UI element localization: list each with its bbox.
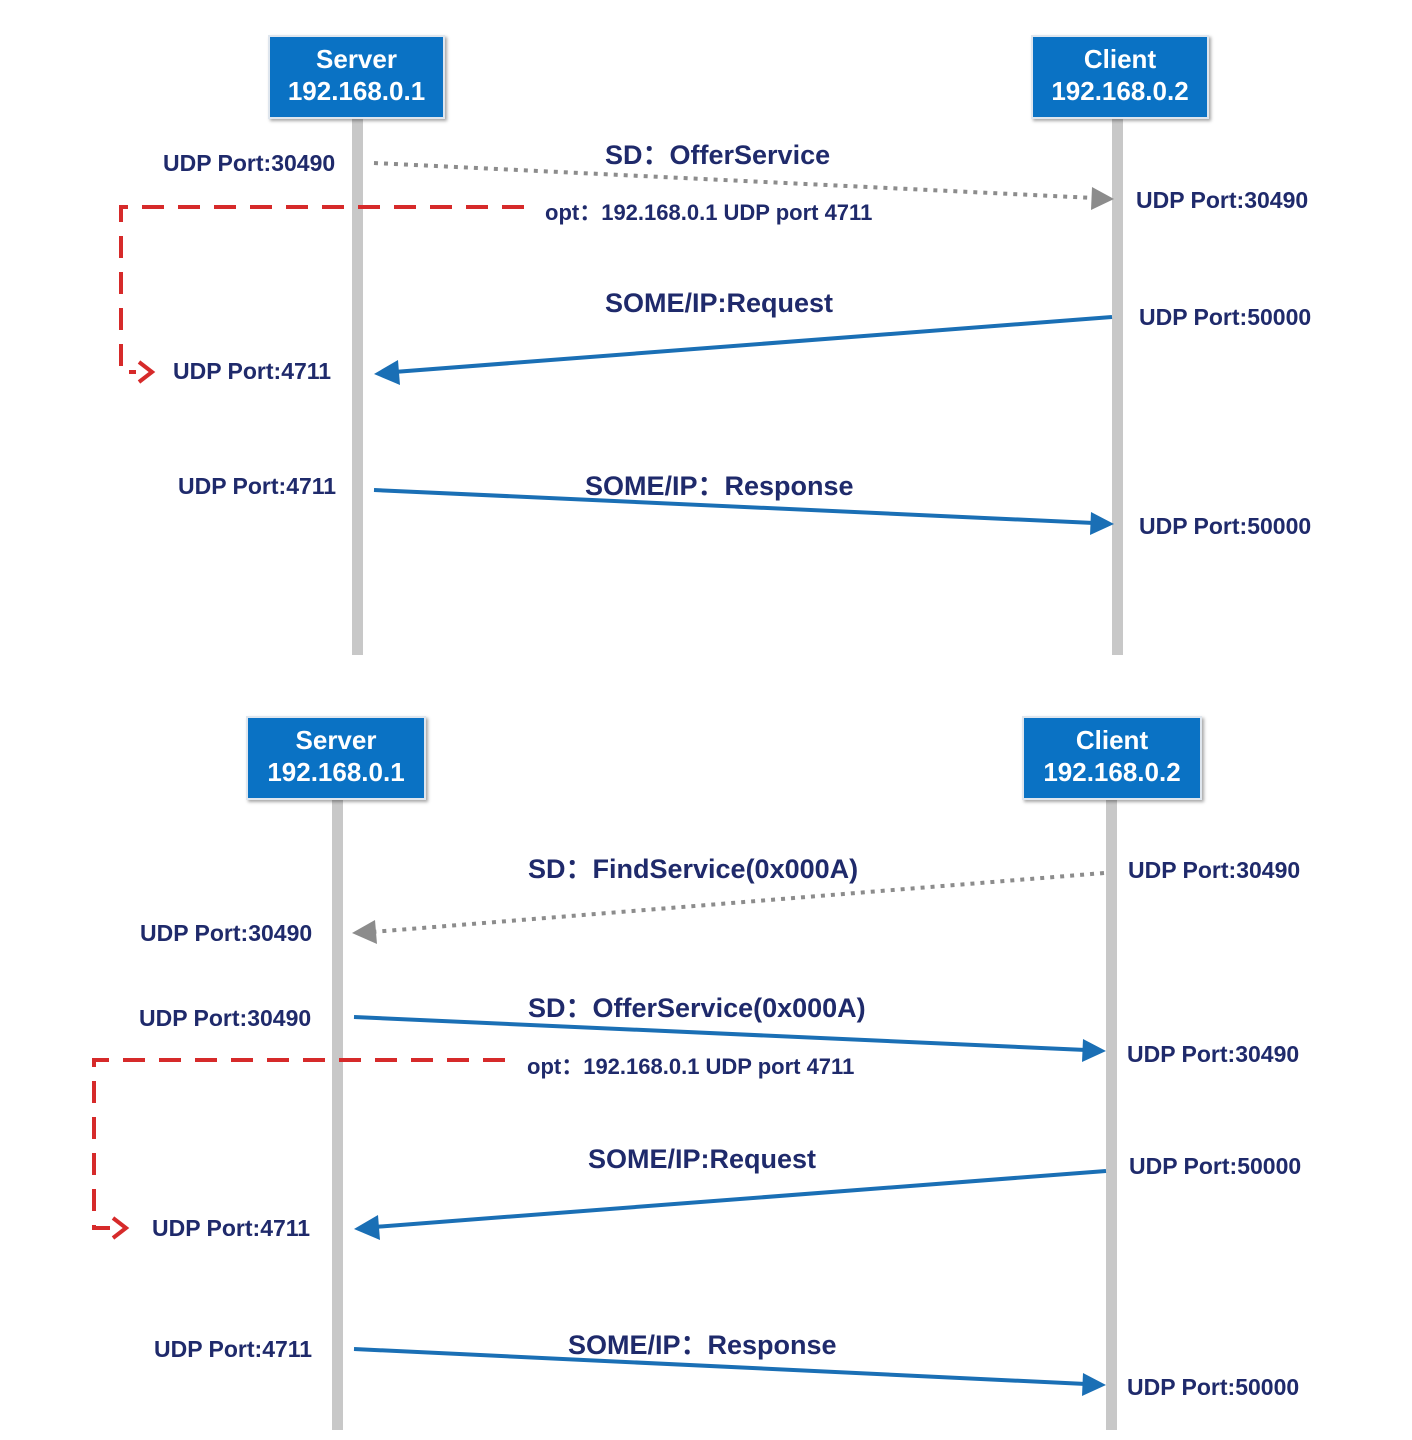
opt-endpoint-path <box>92 1058 505 1230</box>
server-box: Server 192.168.0.1 <box>268 35 445 119</box>
client-ip: 192.168.0.2 <box>1043 757 1181 787</box>
client-response-port: UDP Port:50000 <box>1127 1374 1300 1400</box>
request-arrowhead <box>374 360 400 385</box>
offer-service-label: SD：OfferService(0x000A) <box>528 993 866 1023</box>
response-arrow <box>353 1347 1087 1386</box>
response-label: SOME/IP：Response <box>585 471 854 501</box>
server-name: Server <box>295 725 377 755</box>
find-service-arrow <box>371 871 1105 934</box>
server-offer-port: UDP Port:30490 <box>163 150 336 176</box>
client-request-port: UDP Port:50000 <box>1129 1153 1302 1179</box>
message-arrows <box>119 161 1114 535</box>
server-request-port: UDP Port:4711 <box>152 1215 311 1241</box>
client-offer-port: UDP Port:30490 <box>1127 1041 1300 1067</box>
client-response-port: UDP Port:50000 <box>1139 513 1312 539</box>
client-name: Client <box>1083 44 1157 74</box>
client-box: Client 192.168.0.2 <box>1022 716 1202 800</box>
server-request-port: UDP Port:4711 <box>173 358 332 384</box>
opt-label: opt：192.168.0.1 UDP port 4711 <box>545 200 873 225</box>
client-lifeline <box>1106 798 1117 1430</box>
find-service-label: SD：FindService(0x000A) <box>528 854 859 884</box>
server-offer-port: UDP Port:30490 <box>139 1005 312 1031</box>
server-find-port: UDP Port:30490 <box>140 920 313 946</box>
server-response-port: UDP Port:4711 <box>178 473 337 499</box>
response-arrowhead <box>1090 512 1114 535</box>
offer-service-label: SD：OfferService <box>605 140 831 170</box>
offer-service-arrowhead <box>1091 187 1114 210</box>
response-label: SOME/IP：Response <box>568 1330 837 1360</box>
client-name: Client <box>1075 725 1149 755</box>
response-arrow <box>373 488 1095 525</box>
opt-endpoint-path <box>119 205 524 374</box>
server-name: Server <box>316 44 397 74</box>
server-box: Server 192.168.0.1 <box>246 716 426 800</box>
request-label: SOME/IP:Request <box>605 288 834 318</box>
request-arrow <box>393 315 1113 374</box>
sequence-diagram-top: Server 192.168.0.1 Client 192.168.0.2 SD… <box>0 0 1412 680</box>
server-lifeline <box>332 798 343 1430</box>
client-lifeline <box>1112 118 1123 655</box>
opt-endpoint-arrowhead <box>137 360 156 384</box>
sequence-diagram-bottom: Server 192.168.0.1 Client 192.168.0.2 SD… <box>0 680 1412 1440</box>
response-arrowhead <box>1082 1373 1106 1396</box>
client-find-port: UDP Port:30490 <box>1128 857 1301 883</box>
server-response-port: UDP Port:4711 <box>154 1336 313 1362</box>
client-ip: 192.168.0.2 <box>1051 76 1189 106</box>
request-arrowhead <box>354 1215 380 1240</box>
client-request-port: UDP Port:50000 <box>1139 304 1312 330</box>
find-service-arrowhead <box>352 920 377 944</box>
opt-endpoint-arrowhead <box>111 1216 130 1240</box>
request-arrow <box>373 1169 1107 1229</box>
server-ip: 192.168.0.1 <box>287 76 426 106</box>
offer-service-arrow <box>373 161 1095 200</box>
offer-service-arrowhead <box>1082 1039 1106 1062</box>
client-offer-port: UDP Port:30490 <box>1136 187 1309 213</box>
offer-service-arrow <box>353 1015 1087 1052</box>
server-ip: 192.168.0.1 <box>267 757 405 787</box>
opt-label: opt：192.168.0.1 UDP port 4711 <box>527 1054 855 1079</box>
message-arrows <box>92 871 1107 1396</box>
server-lifeline <box>352 118 363 655</box>
client-box: Client 192.168.0.2 <box>1031 35 1209 119</box>
request-label: SOME/IP:Request <box>588 1144 817 1174</box>
